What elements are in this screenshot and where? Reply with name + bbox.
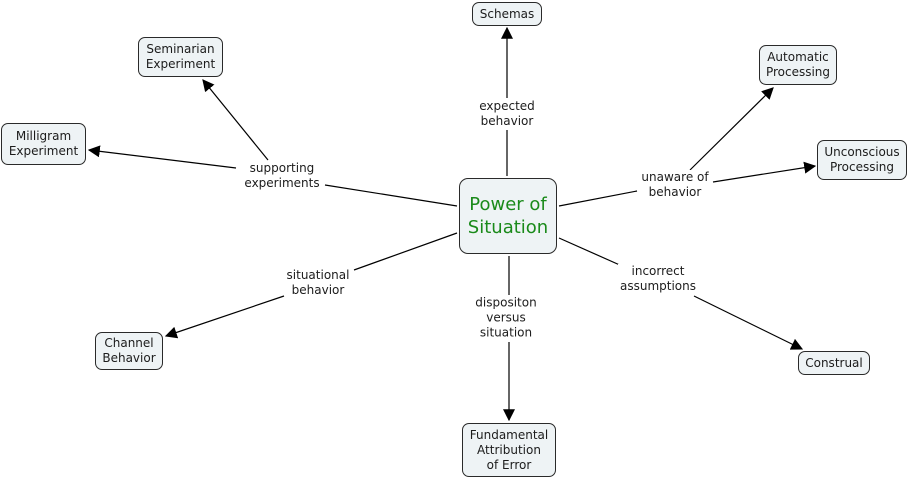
link-label-unaware-of-behavior: unaware of behavior (639, 170, 711, 200)
concept-channel-behavior[interactable]: Channel Behavior (95, 332, 163, 370)
connector-power-situational (353, 232, 458, 271)
concept-seminarian-experiment[interactable]: Seminarian Experiment (138, 37, 223, 77)
arrow-supporting-milligram (87, 145, 237, 169)
concept-automatic-processing[interactable]: Automatic Processing (759, 45, 837, 85)
connector-power-incorrect (558, 237, 623, 267)
connector-power-supporting (324, 184, 458, 207)
concept-fundamental-attribution-of-error[interactable]: Fundamental Attribution of Error (462, 423, 556, 477)
arrow-unaware-unconscious (712, 161, 817, 183)
link-label-incorrect-assumptions: incorrect assumptions (617, 264, 699, 294)
concept-schemas[interactable]: Schemas (472, 2, 542, 26)
connector-power-unaware (558, 190, 638, 207)
concept-construal[interactable]: Construal (798, 351, 870, 375)
arrow-situational-channel (164, 295, 285, 339)
arrow-unaware-automatic (689, 87, 774, 171)
arrow-supporting-seminarian (202, 79, 269, 161)
central-concept-power-of-situation[interactable]: Power of Situation (459, 178, 557, 254)
link-label-disposition-versus-situation: dispositon versus situation (473, 295, 539, 341)
concept-unconscious-processing[interactable]: Unconscious Processing (817, 140, 907, 180)
arrow-incorrect-construal (693, 295, 804, 350)
concept-milligram-experiment[interactable]: Milligram Experiment (1, 123, 86, 165)
link-label-supporting-experiments: supporting experiments (242, 161, 322, 191)
link-label-situational-behavior: situational behavior (284, 268, 352, 298)
link-label-expected-behavior: expected behavior (477, 99, 537, 129)
